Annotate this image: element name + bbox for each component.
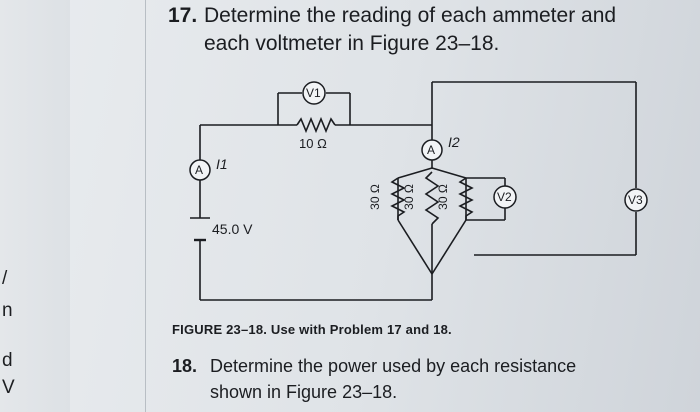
resistor-10-ohm [296, 116, 336, 134]
problem-17-line-1: Determine the reading of each ammeter an… [204, 4, 617, 27]
margin-letter: / [2, 268, 8, 289]
v1-label: V1 [306, 86, 321, 100]
margin-letter: V [2, 377, 15, 398]
current-i1-label: I1 [216, 156, 228, 172]
ammeter-a2-icon [421, 139, 443, 161]
v2-label: V2 [497, 190, 512, 204]
problem-18-number: 18. [172, 356, 198, 376]
ammeter-a1-icon [189, 159, 211, 181]
resistor-30-ohm-a [390, 177, 406, 220]
voltmeter-v3-icon [624, 188, 648, 212]
source-voltage-label: 45.0 V [212, 221, 253, 237]
margin-letter: d [2, 350, 13, 371]
v3-label: V3 [628, 193, 643, 207]
resistor-10-ohm-label: 10 Ω [299, 136, 327, 151]
a1-label: A [195, 163, 204, 177]
a2-label: A [427, 143, 436, 157]
gutter-line [145, 0, 146, 412]
resistor-30-ohm-b-label: 30 Ω [401, 184, 416, 210]
voltmeter-v2-icon [493, 185, 517, 209]
resistor-30-ohm-a-label: 30 Ω [367, 184, 382, 210]
wire [397, 167, 433, 179]
figure-caption: FIGURE 23–18. Use with Problem 17 and 18… [172, 322, 452, 337]
problem-17-number: 17. [168, 4, 198, 27]
voltmeter-v1-icon [302, 81, 326, 105]
current-i2-label: I2 [448, 134, 460, 150]
margin-letter: n [2, 300, 13, 321]
wire [397, 219, 433, 275]
resistor-30-ohm-c [458, 177, 474, 220]
wire [431, 167, 467, 179]
resistor-30-ohm-c-label: 30 Ω [435, 184, 450, 210]
problem-17-line-2: each voltmeter in Figure 23–18. [204, 32, 500, 55]
resistor-30-ohm-b [424, 171, 440, 225]
problem-18-line-1: Determine the power used by each resista… [210, 356, 577, 376]
problem-18-line-2: shown in Figure 23–18. [210, 382, 398, 402]
wire [431, 219, 467, 275]
left-margin-strip [0, 0, 70, 412]
